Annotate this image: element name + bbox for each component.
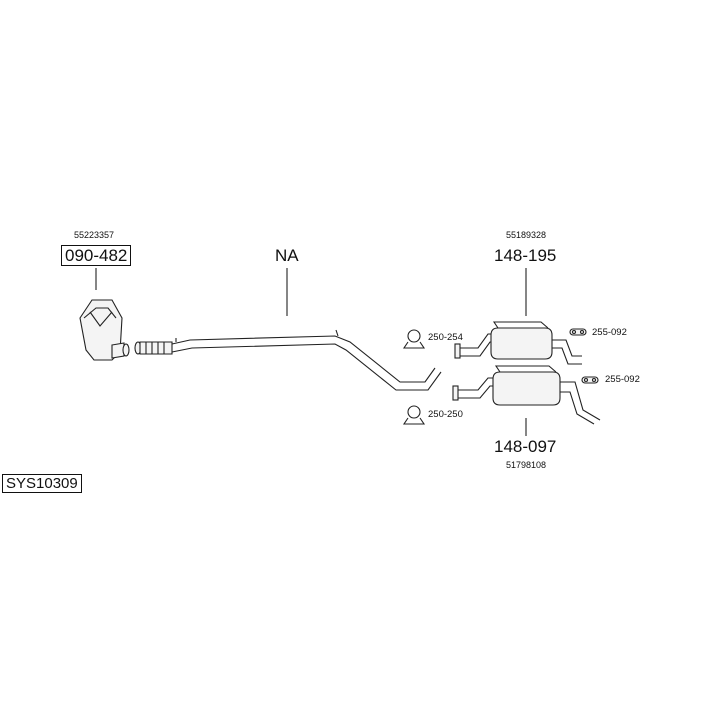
silencer-upper-oe-number: 55189328	[506, 230, 547, 240]
catalytic-converter[interactable]	[79, 299, 130, 361]
clamp-lower-label[interactable]: 250-250	[428, 409, 463, 420]
rubber-mount-lower-label[interactable]: 255-092	[605, 374, 640, 385]
rear-silencer-upper[interactable]	[454, 321, 582, 365]
clamp-upper-label[interactable]: 250-254	[428, 332, 463, 343]
mid-pipe-part-number[interactable]: NA	[275, 246, 299, 265]
rubber-mount-upper-icon[interactable]	[569, 328, 587, 336]
silencer-lower-oe-number: 51798108	[506, 460, 547, 470]
mid-pipe[interactable]	[134, 329, 442, 391]
clamp-upper-icon[interactable]	[402, 329, 426, 349]
rear-silencer-lower[interactable]	[452, 365, 601, 425]
catalyst-part-number[interactable]: 090-482	[61, 245, 132, 266]
clamp-lower-icon[interactable]	[402, 405, 426, 425]
rubber-mount-lower-icon[interactable]	[581, 376, 599, 384]
rubber-mount-upper-label[interactable]: 255-092	[592, 327, 627, 338]
silencer-upper-part-number[interactable]: 148-195	[494, 246, 557, 265]
silencer-lower-part-number[interactable]: 148-097	[494, 437, 557, 456]
catalyst-oe-number: 55223357	[74, 230, 115, 240]
system-code: SYS10309	[2, 474, 82, 493]
